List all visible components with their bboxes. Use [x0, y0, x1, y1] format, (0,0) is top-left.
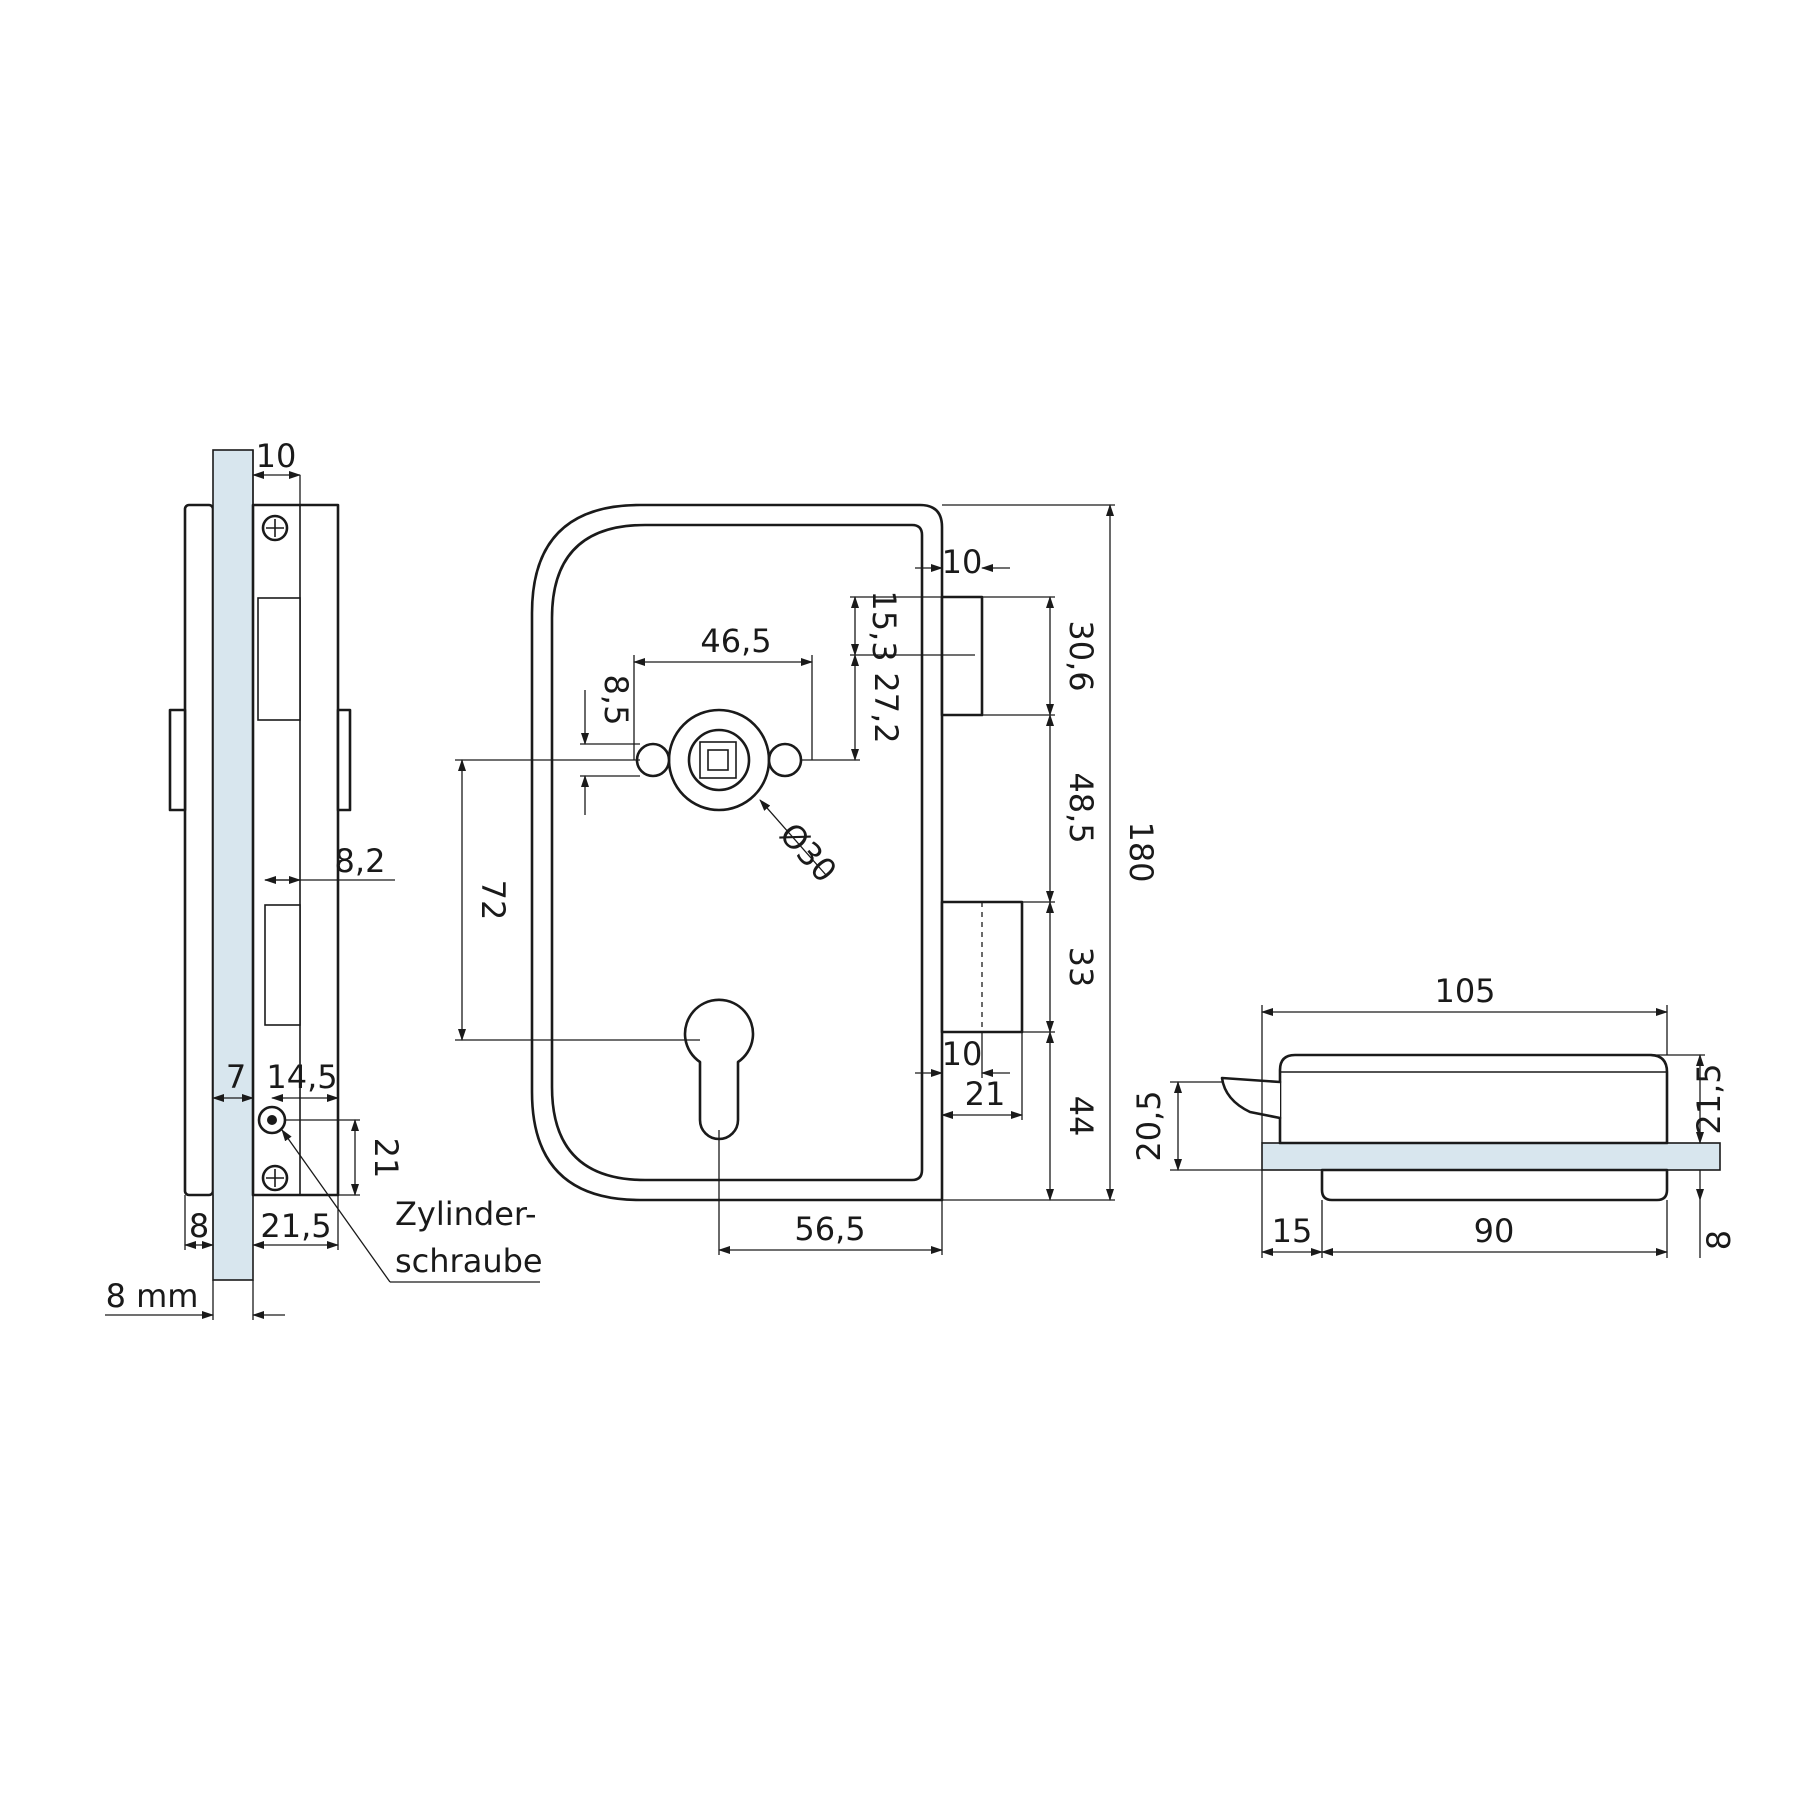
dim-label: 10	[942, 543, 983, 581]
dim-side-screw-offset: 14,5	[266, 1058, 339, 1102]
dim-label: 10	[256, 437, 297, 475]
dim-label: 90	[1474, 1212, 1515, 1250]
dim-label: 20,5	[1130, 1090, 1168, 1161]
side-view: 10 8,2 7 14,5 21 8 2	[105, 437, 543, 1320]
dim-top-bolt-height: 20,5	[1130, 1081, 1262, 1171]
side-bottom-screw	[261, 1164, 289, 1192]
dim-front-center-distance: 72	[455, 759, 700, 1041]
callout-line-1: Zylinder-	[395, 1195, 537, 1233]
rosette	[635, 708, 803, 812]
top-view: 105 21,5 20,5 15 90 8	[1130, 972, 1738, 1258]
dim-label: 44	[1062, 1096, 1100, 1137]
dim-label: 21	[965, 1075, 1006, 1113]
dim-side-bottom-width: 21,5	[252, 1195, 339, 1250]
dim-label: 33	[1062, 947, 1100, 988]
dim-label: 7	[226, 1058, 246, 1096]
dim-front-backset: 56,5	[718, 1130, 943, 1255]
dim-label: 30,6	[1062, 620, 1100, 691]
dim-label: 8,2	[335, 842, 386, 880]
dim-label: 72	[474, 880, 512, 921]
dim-label: 14,5	[266, 1058, 337, 1096]
dim-front-lug-height: 8,5	[580, 675, 640, 815]
callout-line-2: schraube	[395, 1242, 543, 1280]
dim-label: 10	[942, 1035, 983, 1073]
dim-label: 180	[1122, 821, 1160, 882]
cylinder-screw-callout: Zylinder- schraube	[281, 1129, 543, 1283]
dim-label: 105	[1434, 972, 1495, 1010]
dim-label: 8	[189, 1207, 209, 1245]
glass-pane-side	[212, 449, 254, 1281]
dim-label: 15	[1272, 1212, 1313, 1250]
dim-front-lower-height: 44	[942, 1031, 1115, 1201]
dim-front-bolt-height: 33	[1022, 901, 1100, 1033]
side-back-plate	[183, 503, 215, 1197]
front-inner-case	[550, 523, 924, 1182]
top-lock-body	[1278, 1053, 1669, 1145]
dim-label: 46,5	[700, 622, 771, 660]
side-top-screw	[261, 514, 289, 542]
dim-label: 8	[1700, 1230, 1738, 1250]
top-cover-plate	[1320, 1168, 1669, 1202]
dim-side-base-width: 8	[184, 1195, 214, 1250]
glass-pane-top	[1261, 1142, 1721, 1171]
dim-label: 21,5	[260, 1207, 331, 1245]
keyhole-icon	[683, 998, 755, 1141]
dim-label: 15,3	[865, 590, 903, 661]
dim-side-slot-width: 8,2	[264, 842, 395, 884]
dim-front-total-height: 180	[942, 504, 1160, 1201]
dim-side-glass-offset: 7	[212, 1058, 254, 1102]
dim-glass-thickness: 8 mm	[105, 1277, 285, 1320]
top-latch-bolt	[1220, 1076, 1282, 1120]
dim-label: 56,5	[794, 1210, 865, 1248]
dim-label: 21,5	[1690, 1063, 1728, 1134]
front-latch-bolt	[940, 595, 984, 717]
dim-label: 8 mm	[106, 1277, 199, 1315]
side-latch-slot	[257, 597, 301, 721]
dim-top-total-height: 21,5	[1650, 1054, 1728, 1144]
dim-front-bolt-offset: 10	[915, 1032, 1023, 1120]
dim-label: 8,5	[597, 675, 635, 726]
dim-top-total-width: 105	[1261, 972, 1668, 1143]
dim-label: 48,5	[1062, 772, 1100, 843]
dim-front-latch-width: 10	[915, 543, 1010, 581]
dim-front-bolt-width: 21	[941, 1075, 1023, 1119]
front-view: 46,5 8,5 15,3 27,2 10 30,6	[455, 503, 1160, 1255]
dim-front-top-offset: 15,3	[850, 590, 1055, 662]
dim-front-upper-gap: 48,5	[1022, 714, 1100, 903]
dim-front-spindle-distance: 46,5	[633, 622, 813, 760]
dim-side-screw-height: 21	[285, 1119, 405, 1196]
cylinder-screw-icon	[257, 1105, 287, 1135]
dim-label: 27,2	[867, 672, 905, 743]
dim-label: 21	[367, 1138, 405, 1179]
dim-side-top-width: 10	[252, 437, 301, 505]
dim-top-edge-offset: 15	[1261, 1170, 1323, 1258]
side-handle-stub-right	[336, 708, 352, 812]
dim-top-plate-width: 90	[1321, 1200, 1668, 1258]
dim-front-spindle-height: 27,2	[801, 654, 905, 761]
side-handle-stub-left	[168, 708, 187, 812]
side-bolt-slot	[264, 904, 301, 1026]
dim-top-plate-thickness: 8	[1696, 1170, 1738, 1258]
dim-front-latch-height: 30,6	[982, 596, 1100, 716]
